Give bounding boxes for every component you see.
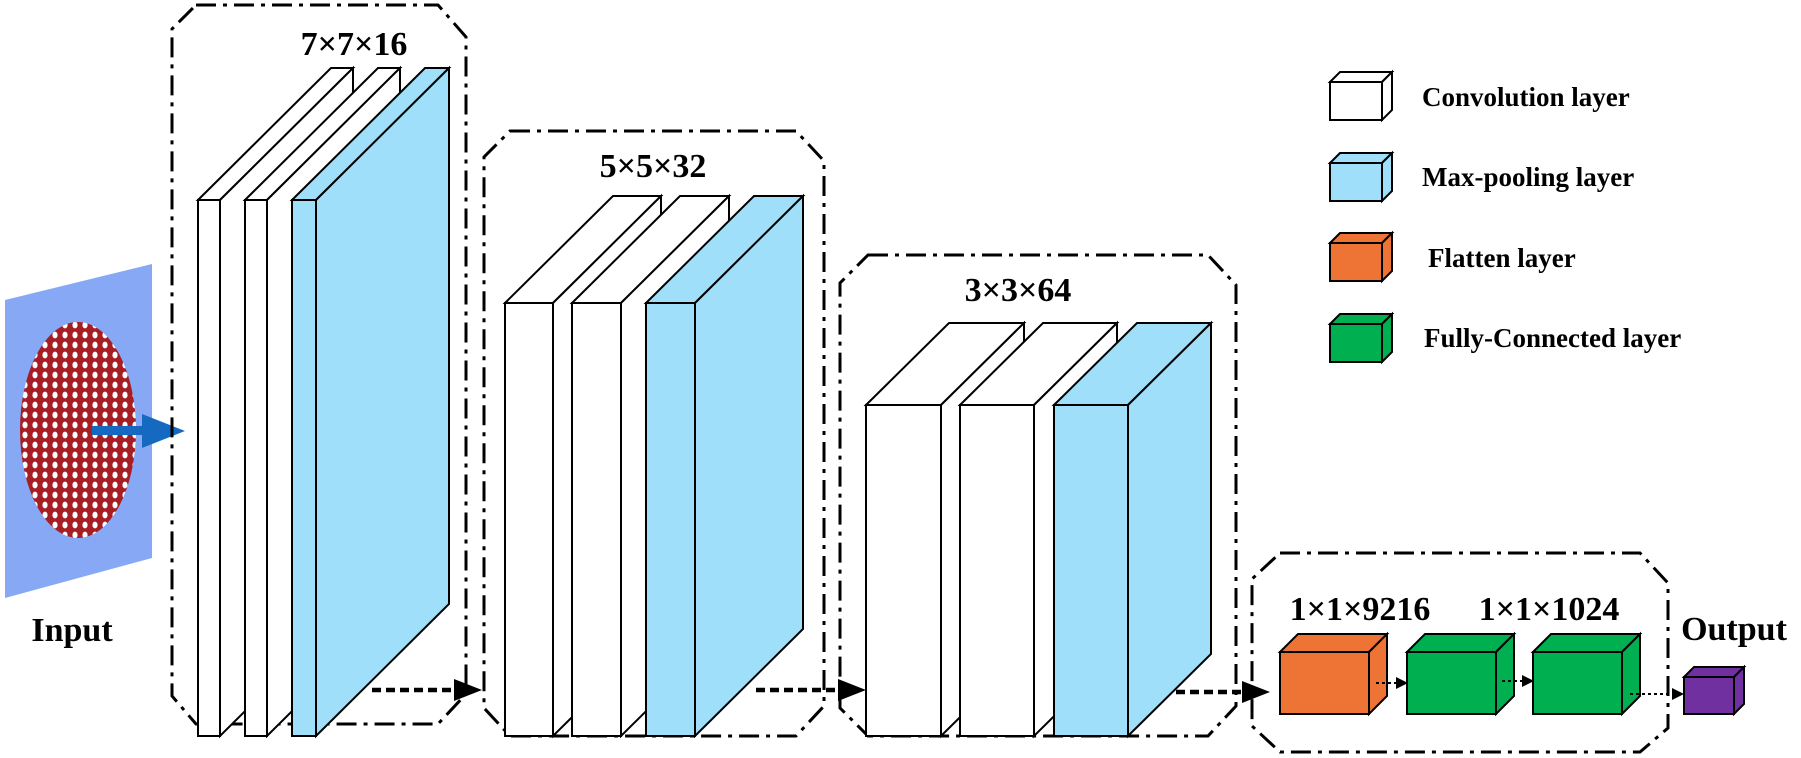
flow-arrow-stage-3-to-head xyxy=(1176,681,1270,703)
legend-item-flatten: Flatten layer xyxy=(1327,230,1576,284)
fully-connected-layer-2-block xyxy=(1530,631,1643,717)
flow-arrow-fc2-to-output xyxy=(1630,688,1684,700)
input-image-disk xyxy=(20,322,136,538)
head-group-border xyxy=(1250,551,1670,754)
legend-label-fully-connected: Fully-Connected layer xyxy=(1424,323,1681,353)
legend-item-fully-connected: Fully-Connected layer xyxy=(1327,311,1681,365)
legend-item-max-pooling: Max-pooling layer xyxy=(1327,150,1634,204)
stage-1-max-pooling-layer xyxy=(289,65,452,739)
output-block: Output xyxy=(1681,611,1788,717)
output-label: Output xyxy=(1681,611,1787,648)
legend: Convolution layer Max-pooling layer Flat… xyxy=(1327,69,1681,365)
legend-label-max-pooling: Max-pooling layer xyxy=(1422,162,1634,192)
flatten-layer-block xyxy=(1277,631,1390,717)
stage-2-dims-label: 5×5×32 xyxy=(600,148,707,185)
fully-connected-layer-1-block xyxy=(1404,631,1517,717)
input-arrow xyxy=(92,414,185,448)
stage-3-dims-label: 3×3×64 xyxy=(965,272,1072,309)
legend-item-convolution: Convolution layer xyxy=(1327,69,1630,123)
stage-3: 3×3×64 xyxy=(838,253,1238,739)
stage-2: 5×5×32 xyxy=(482,129,826,739)
flow-arrow-flatten-to-fc1 xyxy=(1376,677,1408,689)
stage-3-max-pooling-layer xyxy=(1051,320,1214,739)
stage-1: 7×7×16 xyxy=(170,3,468,739)
stage-3-group-border xyxy=(838,253,1238,738)
input-block: Input xyxy=(5,264,185,649)
stage-2-group-border xyxy=(482,129,826,738)
fc-dims-label: 1×1×1024 xyxy=(1479,591,1620,628)
flow-arrow-stage-2-to-3 xyxy=(756,679,866,701)
dense-head: 1×1×9216 1×1×1024 xyxy=(1250,551,1684,754)
legend-label-flatten: Flatten layer xyxy=(1428,243,1576,273)
stage-2-max-pooling-layer xyxy=(643,193,806,739)
flow-arrow-stage-1-to-2 xyxy=(372,679,482,701)
input-label: Input xyxy=(31,612,113,649)
legend-label-convolution: Convolution layer xyxy=(1422,82,1630,112)
flatten-dims-label: 1×1×9216 xyxy=(1290,591,1431,628)
flow-arrow-fc1-to-fc2 xyxy=(1502,675,1534,687)
stage-1-group-border xyxy=(170,3,468,726)
stage-1-dims-label: 7×7×16 xyxy=(301,26,408,63)
